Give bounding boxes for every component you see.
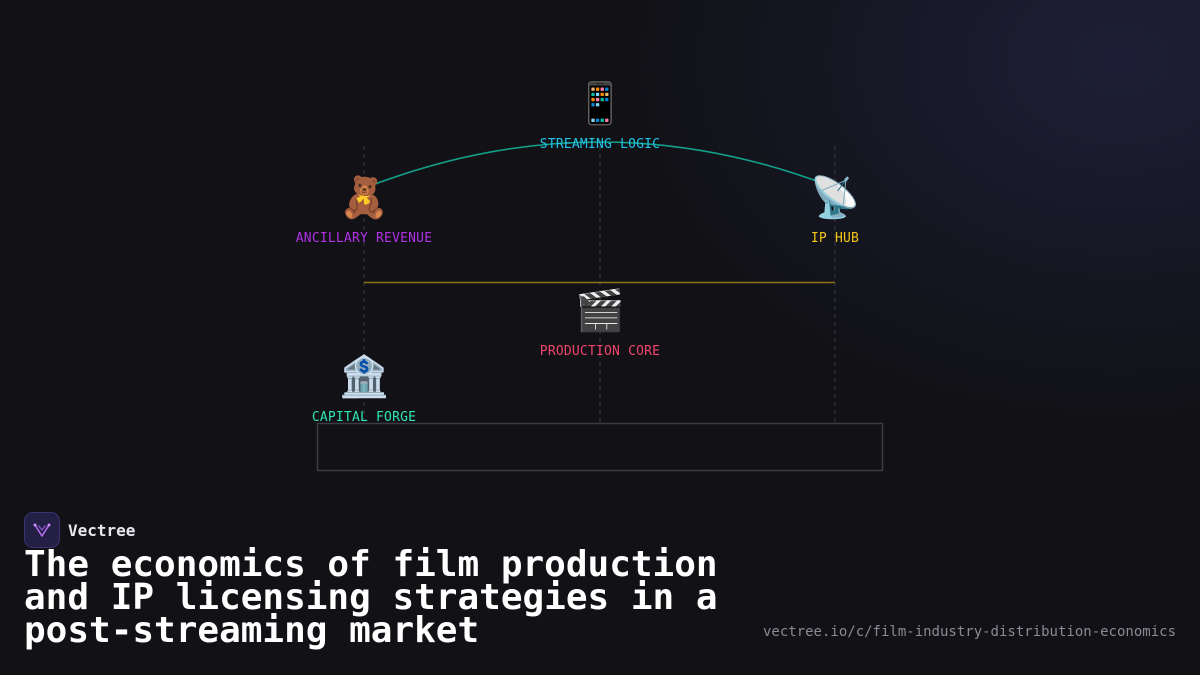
satellite-antenna-icon: 📡 <box>810 175 860 221</box>
node-label-ancillary-revenue: ANCILLARY REVENUE <box>295 231 433 246</box>
base-frame <box>316 422 884 472</box>
vectree-logo-icon <box>24 512 60 548</box>
clapper-board-icon: 🎬 <box>575 288 625 334</box>
brand-name: Vectree <box>68 520 136 540</box>
node-capital-forge[interactable]: 🏦 CAPITAL FORGE <box>254 352 474 425</box>
node-label-capital-forge: CAPITAL FORGE <box>311 410 417 425</box>
mobile-phone-icon: 📱 <box>575 81 625 127</box>
node-label-production-core: PRODUCTION CORE <box>539 344 661 359</box>
bank-icon: 🏦 <box>339 354 389 400</box>
source-url[interactable]: vectree.io/c/film-industry-distribution-… <box>762 624 1176 640</box>
node-label-ip-hub: IP HUB <box>810 231 860 246</box>
node-streaming-logic[interactable]: 📱 STREAMING LOGIC <box>490 79 710 152</box>
node-production-core[interactable]: 🎬 PRODUCTION CORE <box>490 286 710 359</box>
connection-arc <box>369 141 831 187</box>
node-ip-hub[interactable]: 📡 IP HUB <box>725 173 945 246</box>
brand[interactable]: Vectree <box>24 512 135 548</box>
teddy-bear-icon: 🧸 <box>339 175 389 221</box>
node-label-streaming-logic: STREAMING LOGIC <box>539 137 661 152</box>
node-ancillary-revenue[interactable]: 🧸 ANCILLARY REVENUE <box>254 173 474 246</box>
page-title: The economics of film production and IP … <box>24 544 718 651</box>
